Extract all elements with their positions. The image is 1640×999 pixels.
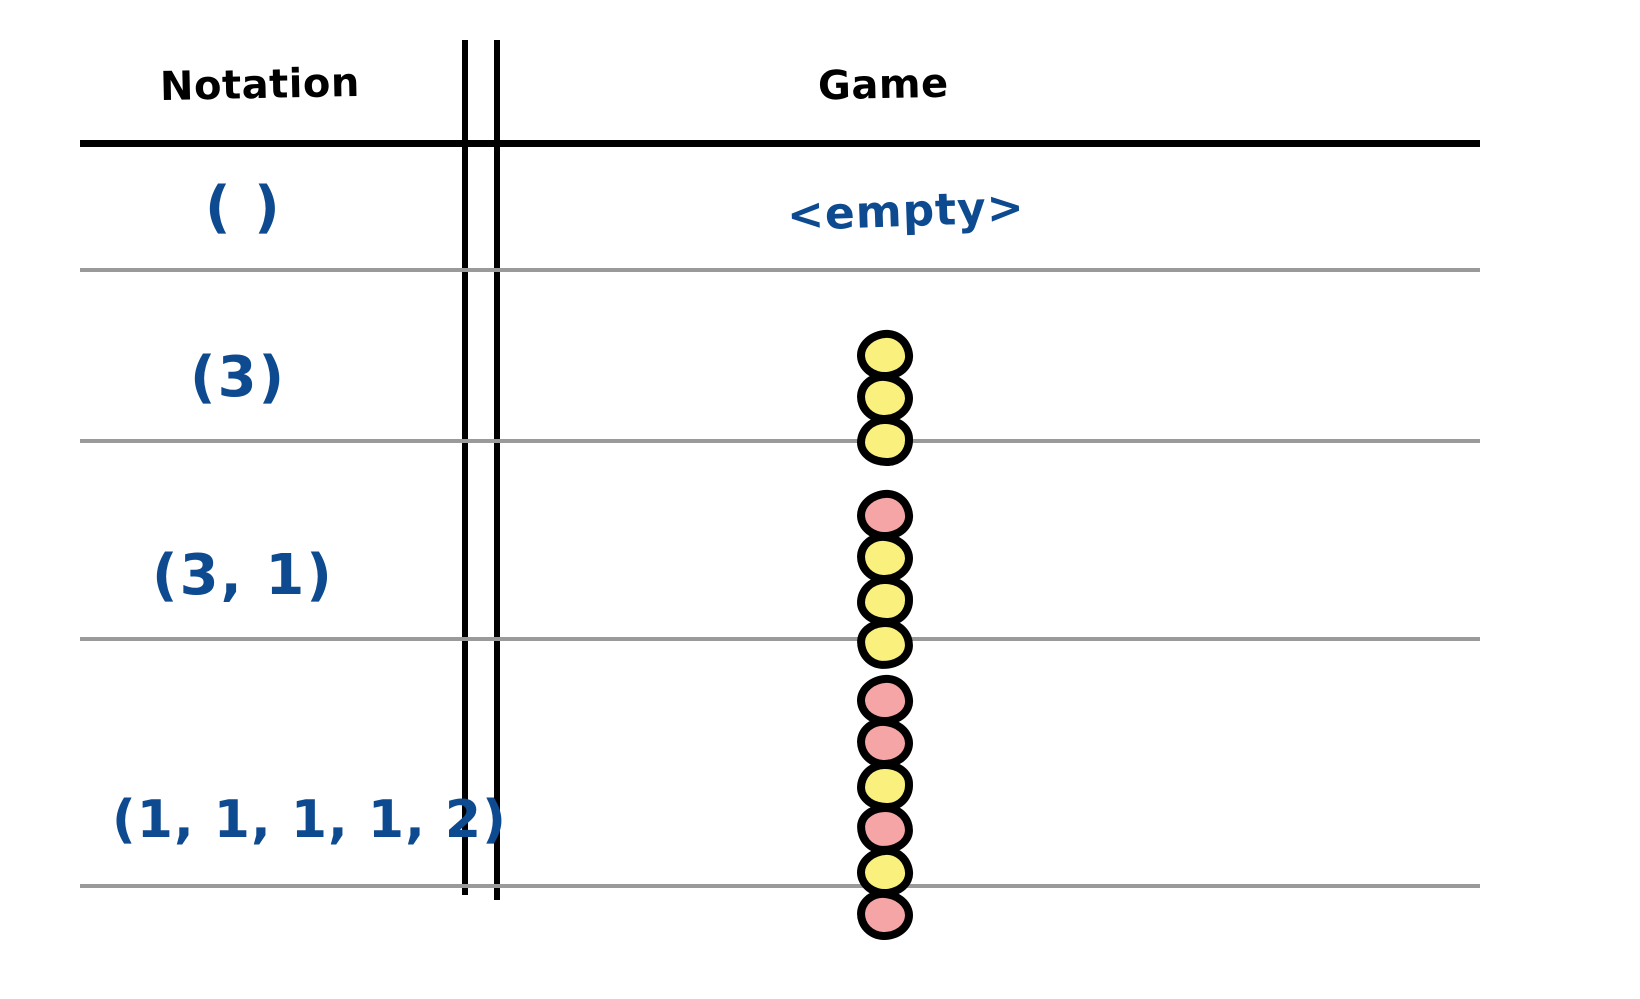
ball-yellow	[856, 415, 914, 467]
notation-cell-row-1: ( )	[205, 175, 282, 240]
ball-yellow	[855, 617, 915, 671]
vertical-divider-right	[494, 40, 500, 900]
game-cell-row-4-ball-stack	[855, 673, 915, 941]
notation-cell-row-4: (1, 1, 1, 1, 2)	[112, 790, 507, 850]
game-cell-row-1-empty-label: <empty>	[786, 181, 1026, 242]
ball-pink	[856, 889, 914, 941]
row-rule-4	[80, 884, 1480, 888]
column-header-notation: Notation	[159, 59, 361, 111]
notation-cell-row-2: (3)	[190, 345, 287, 410]
vertical-divider-left	[462, 40, 468, 895]
row-rule-2	[80, 439, 1480, 443]
header-rule	[80, 140, 1480, 147]
game-cell-row-3-ball-stack	[855, 488, 915, 671]
row-rule-3	[80, 637, 1480, 641]
notation-cell-row-3: (3, 1)	[152, 543, 334, 608]
row-rule-1	[80, 268, 1480, 272]
game-cell-row-2-ball-stack	[855, 328, 915, 467]
column-header-game: Game	[817, 60, 950, 110]
